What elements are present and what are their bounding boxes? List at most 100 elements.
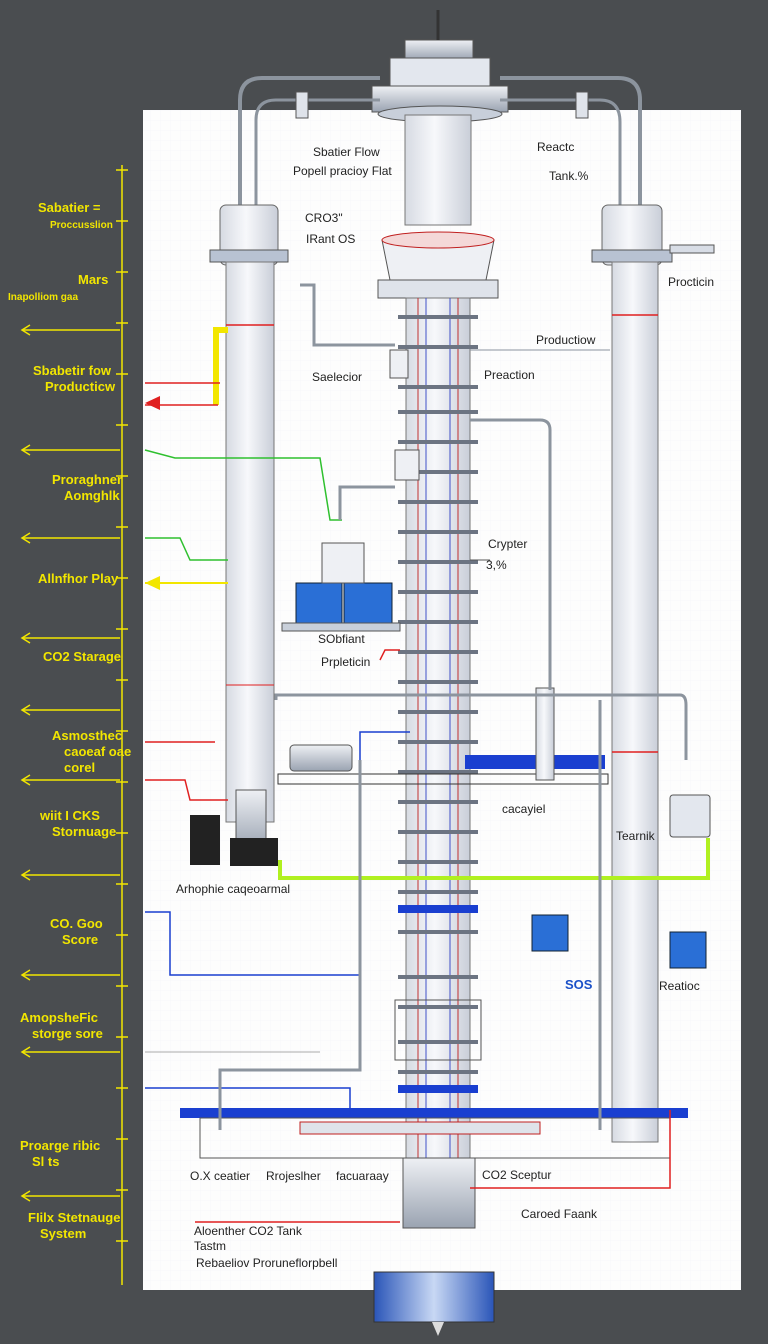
annotation-line: AmopsheFic xyxy=(20,1010,98,1025)
yellow-arrow-icon xyxy=(145,576,160,590)
annotation-line: Sl ts xyxy=(32,1154,59,1169)
label-atmospheric: Arhophie caqeoarmal xyxy=(176,882,290,896)
annotation-arrow xyxy=(20,774,120,786)
label-sabelector: Saelecior xyxy=(312,370,362,384)
annotation-arrow xyxy=(20,1046,120,1058)
reactor-ring xyxy=(398,710,478,714)
reactor-ring xyxy=(398,680,478,684)
reactor-ring xyxy=(398,830,478,834)
process-lines xyxy=(144,283,710,1223)
reactor-ring xyxy=(398,560,478,564)
reactor-ring xyxy=(398,500,478,504)
label-tank: Tearnik xyxy=(616,829,656,843)
reactor-ring xyxy=(398,1005,478,1009)
reactor-ring xyxy=(398,410,478,414)
label-bottom-3: facuaraay xyxy=(336,1169,389,1183)
annotation-a1: Sabatier =Proccusslion xyxy=(38,200,113,231)
reactor-ring xyxy=(398,470,478,474)
annotation-arrow xyxy=(20,869,120,881)
label-top-left-2: Popell pracioy Flat xyxy=(293,164,392,178)
reactor-ring xyxy=(398,620,478,624)
reactor-ring xyxy=(398,1070,478,1074)
annotation-line: Stornuage xyxy=(52,824,116,839)
left-column xyxy=(209,204,289,851)
annotation-line: CO2 Starage xyxy=(43,649,121,664)
left-annotation-scale xyxy=(116,165,128,1285)
reactor-ring xyxy=(398,800,478,804)
overhead-pipes xyxy=(238,76,642,205)
annotation-line: Inapolliom gaa xyxy=(8,292,78,303)
label-cryptor-1: Crypter xyxy=(488,537,527,551)
label-co2-2: IRant OS xyxy=(306,232,355,246)
annotation-line: corel xyxy=(64,760,95,775)
annotation-line: Mars xyxy=(78,272,108,287)
reactor-ring xyxy=(398,740,478,744)
annotation-arrow xyxy=(20,632,120,644)
annotation-line: System xyxy=(40,1226,86,1241)
annotation-arrow xyxy=(20,969,120,981)
reactor-ring xyxy=(398,590,478,594)
annotation-arrow xyxy=(20,444,120,456)
annotation-arrow xyxy=(20,532,120,544)
label-bottom-1: O.X ceatier xyxy=(190,1169,250,1183)
label-captured-tank: Caroed Faank xyxy=(521,1207,598,1221)
annotation-line: CO. Goo xyxy=(50,916,103,931)
annotation-line: Sabatier = xyxy=(38,200,101,215)
annotation-line: Producticw xyxy=(45,379,116,394)
reactor-ring xyxy=(398,650,478,654)
annotation-line: Proarge ribic xyxy=(20,1138,100,1153)
reactor-ring xyxy=(398,930,478,934)
label-bottom-2: Rrojeslher xyxy=(266,1169,321,1183)
mid-equipment xyxy=(190,349,711,969)
label-top-right-2: Tank.% xyxy=(549,169,589,183)
label-co2-capture: CO2 Sceptur xyxy=(482,1168,551,1182)
annotation-arrow xyxy=(20,324,120,336)
reactor-ring xyxy=(398,345,478,349)
top-header-unit xyxy=(371,10,509,123)
reactor-ring xyxy=(398,440,478,444)
label-top-right-1: Reactc xyxy=(537,140,574,154)
label-co2-1: CRO3" xyxy=(305,211,343,225)
annotation-line: Asmosthec xyxy=(52,728,122,743)
label-cryptor-2: 3,% xyxy=(486,558,507,572)
annotation-line: wiit I CKS xyxy=(39,808,100,823)
reactor-ring xyxy=(398,770,478,774)
label-catalyst: cacayiel xyxy=(502,802,545,816)
annotation-a5: Allnfhor Play xyxy=(38,571,119,586)
label-plant-2: Prpleticin xyxy=(321,655,370,669)
annotation-line: Proraghner xyxy=(52,472,122,487)
label-reaction: Preaction xyxy=(484,368,535,382)
label-footer-1: Aloenther CO2 Tank xyxy=(194,1224,303,1238)
reactor-ring xyxy=(398,975,478,979)
reactor-ring xyxy=(398,1040,478,1044)
reactor-ring xyxy=(398,385,478,389)
annotation-a6: CO2 Starage xyxy=(43,649,121,664)
reactor-ring xyxy=(398,530,478,534)
label-plant-1: SObfiant xyxy=(318,632,365,646)
annotation-arrow xyxy=(20,1190,120,1202)
right-column xyxy=(591,204,715,1143)
label-blue-code: SOS xyxy=(565,977,593,992)
reactor-ring xyxy=(398,315,478,319)
annotation-arrow xyxy=(20,704,120,716)
diagram-labels: Sbatier Flow Popell pracioy Flat Reactc … xyxy=(176,140,714,1270)
annotation-line: Sbabetir fow xyxy=(33,363,112,378)
annotation-line: Score xyxy=(62,932,98,947)
label-footer-2: Tastm xyxy=(194,1239,226,1253)
label-footer-3: Rebaeliov Proruneflorpbell xyxy=(196,1256,337,1270)
annotation-line: FIilx Stetnauge xyxy=(28,1210,120,1225)
annotation-line: storge sore xyxy=(32,1026,103,1041)
label-top-left-1: Sbatier Flow xyxy=(313,145,380,159)
central-reactor-tower xyxy=(377,114,499,1159)
